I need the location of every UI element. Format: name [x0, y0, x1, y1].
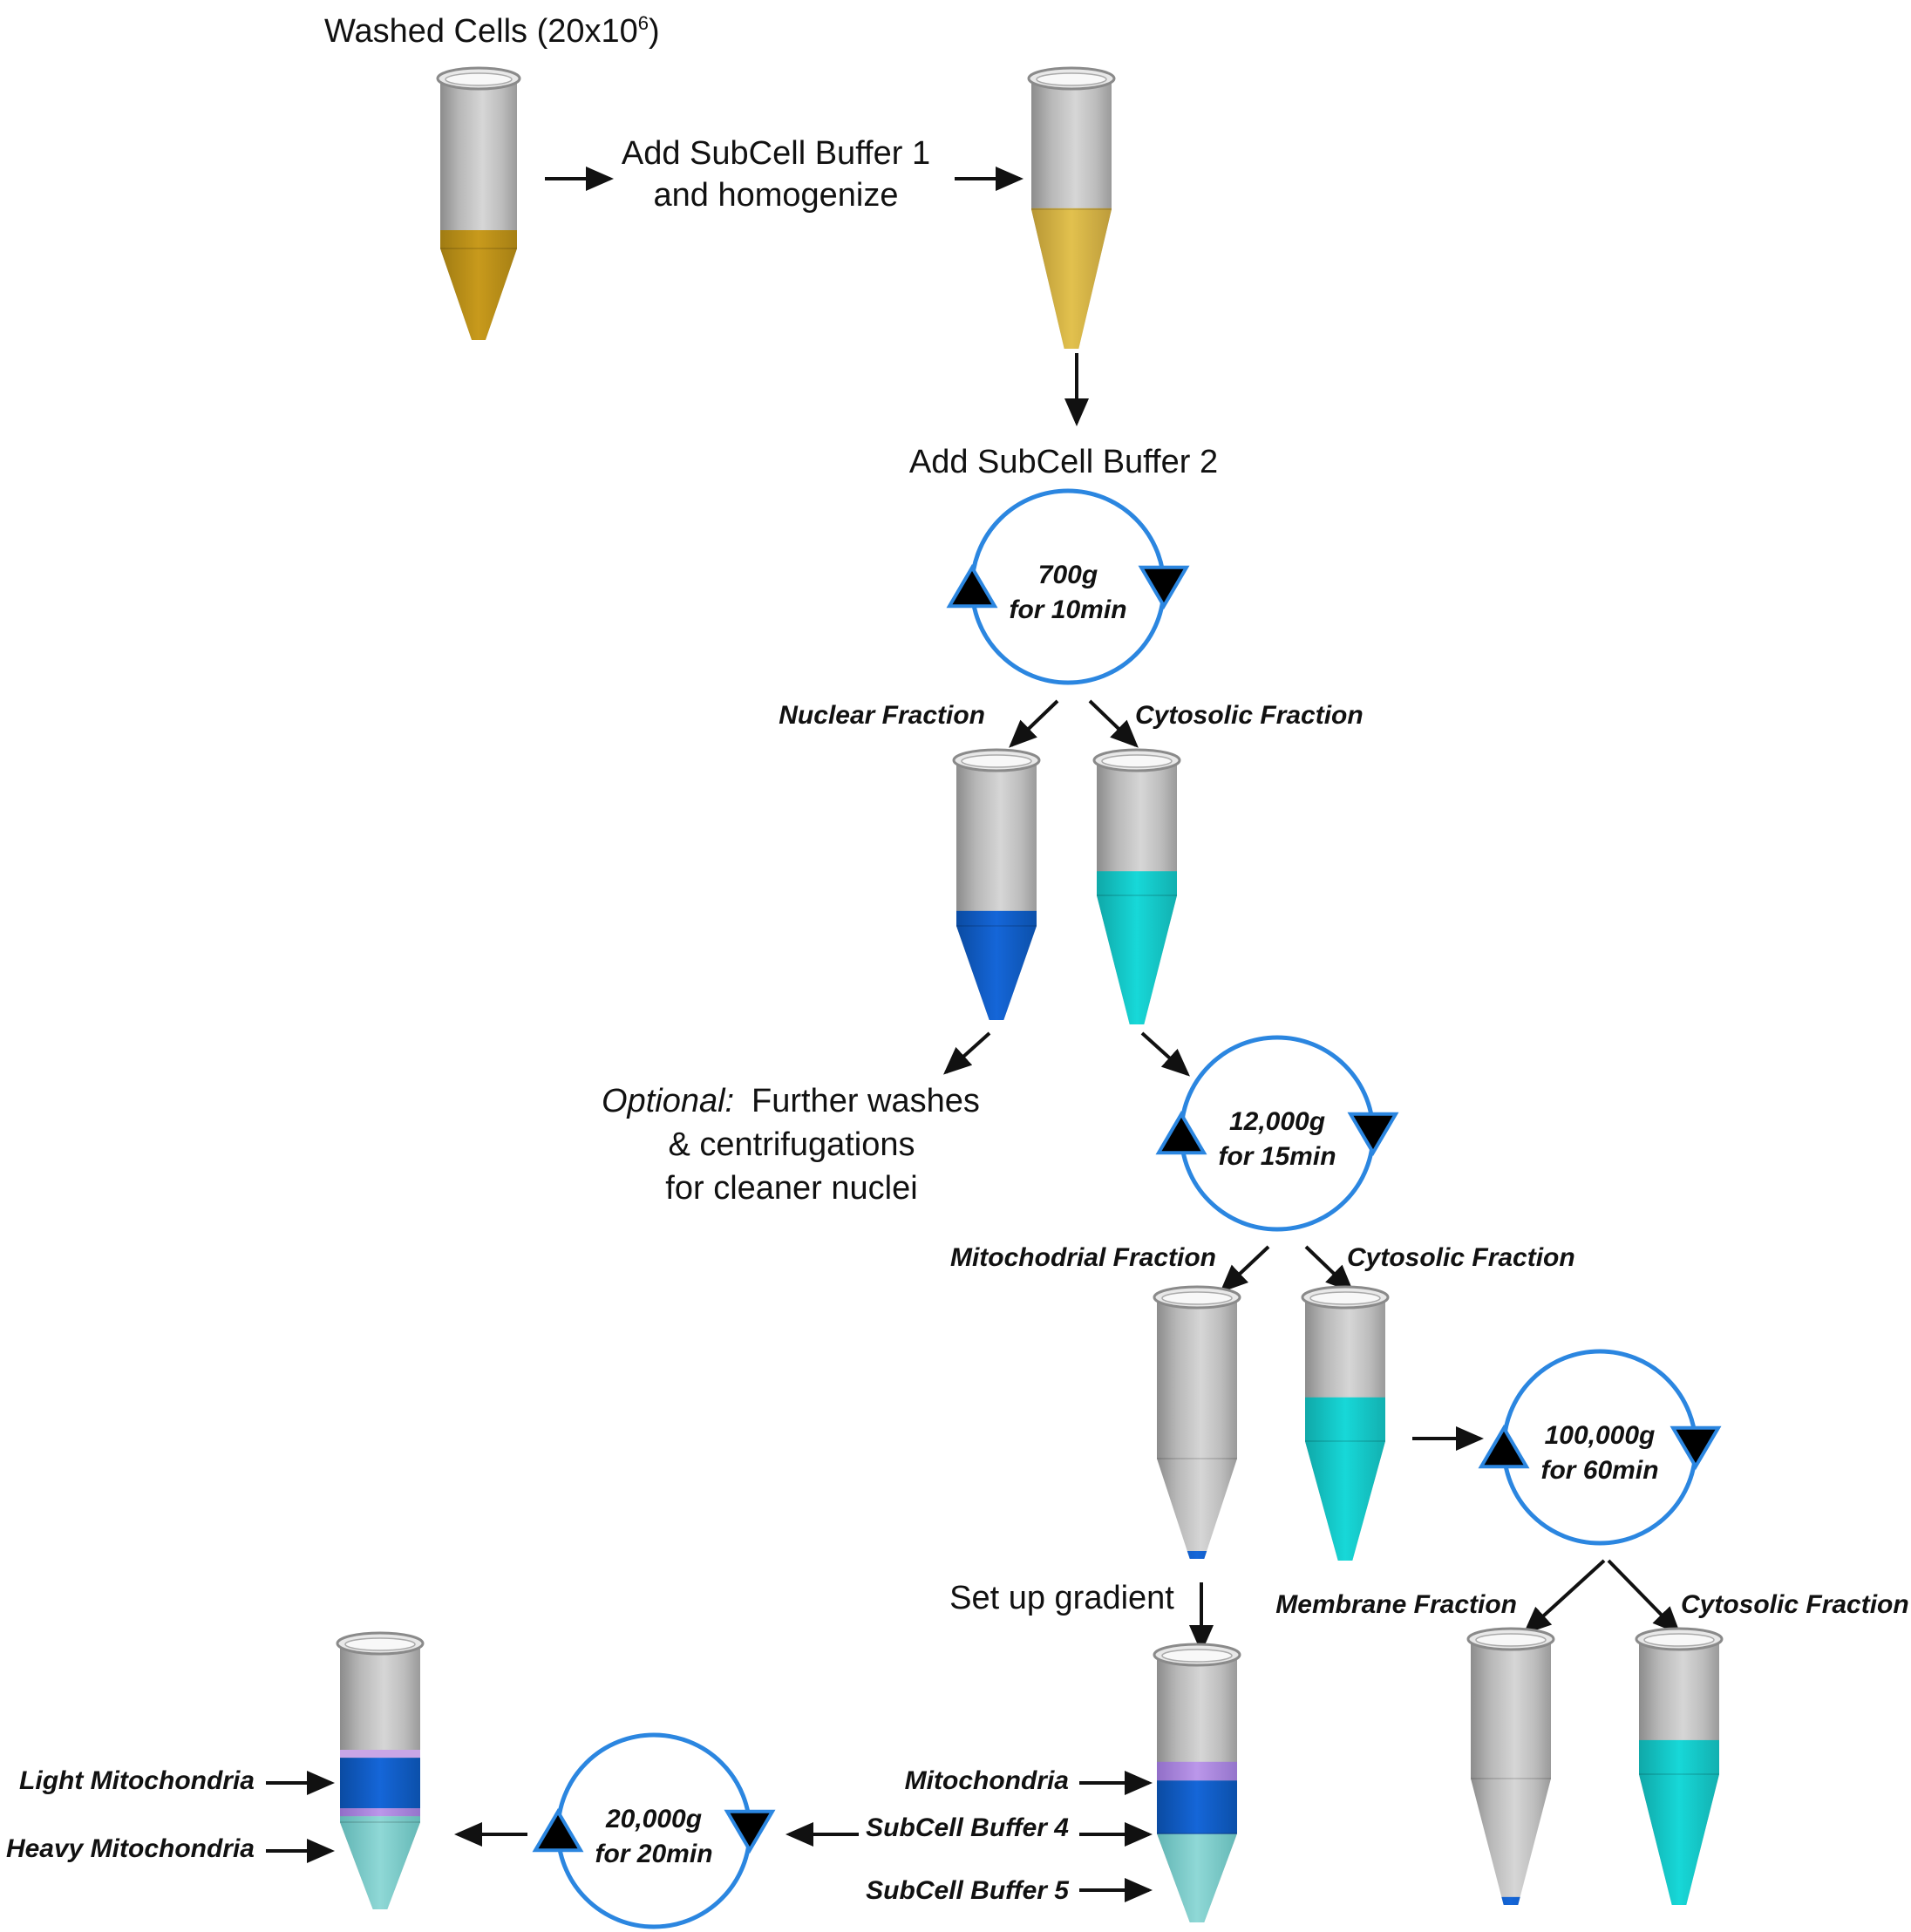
- light-mitochondria-label: Light Mitochondria: [19, 1766, 255, 1795]
- tube-separated: [336, 1631, 425, 1909]
- triangle-down-icon: [1670, 1425, 1722, 1470]
- cytosolic-fraction-label-2: Cytosolic Fraction: [1347, 1243, 1575, 1272]
- cycle-20000g-time: for 20min: [595, 1840, 712, 1868]
- triangle-up-icon: [532, 1808, 584, 1853]
- tube-nuclear: [952, 748, 1041, 1020]
- tube-separated-layer-light-band: [340, 1750, 420, 1759]
- tube-gradient-layer-buffer5: [1157, 1833, 1237, 1922]
- tube-cytosolic-3-layer-cytosol: [1639, 1739, 1719, 1905]
- cycle-12000g-speed: 12,000g: [1229, 1107, 1325, 1136]
- optional-label: Optional:: [602, 1083, 734, 1119]
- buffer4-layer-label: SubCell Buffer 4: [866, 1813, 1069, 1842]
- tube-separated-layer-buffer5: [340, 1816, 420, 1909]
- tube-washed-cells-layer-pellet: [440, 230, 517, 340]
- add-buffer2-label: Add SubCell Buffer 2: [909, 444, 1218, 480]
- centrifugation-cycles: 700g for 10min 12,000g for 15min 100,000g for…: [532, 488, 1722, 1929]
- triangle-up-icon: [1155, 1111, 1207, 1155]
- tube-gradient-layer-mitochondria: [1157, 1761, 1237, 1781]
- arrow-to-cytosolic-2: [1304, 1245, 1354, 1293]
- tube-membrane: [1466, 1627, 1555, 1905]
- tube-cytosolic-1: [1092, 748, 1181, 1024]
- mitochondrial-fraction-label: Mitochodrial Fraction: [950, 1243, 1216, 1272]
- arrow-to-mitochondrial: [1220, 1245, 1270, 1293]
- triangle-up-icon: [1478, 1425, 1530, 1469]
- cycle-20000g-speed: 20,000g: [605, 1805, 702, 1833]
- tube-cytosolic-2-layer-cytosol: [1305, 1397, 1385, 1561]
- tube-gradient-layer-buffer4: [1157, 1780, 1237, 1834]
- tube-nuclear-layer-nuclear-pellet: [956, 910, 1037, 1020]
- membrane-fraction-label: Membrane Fraction: [1275, 1590, 1517, 1619]
- flow-arrows: [266, 167, 1681, 1902]
- triangle-down-icon: [1347, 1112, 1399, 1156]
- tube-mitochondrial-layer-mito-pellet: [1157, 1551, 1237, 1559]
- washed-cells-label: Washed Cells (20x106): [324, 12, 660, 50]
- tube-gradient: [1153, 1643, 1241, 1922]
- tube-homogenate: [1027, 66, 1116, 349]
- buffer5-layer-label: SubCell Buffer 5: [866, 1876, 1070, 1905]
- triangle-up-icon: [946, 564, 998, 609]
- triangle-down-icon: [724, 1809, 776, 1854]
- optional-line1: Further washes: [751, 1083, 980, 1119]
- tube-cytosolic-3: [1635, 1627, 1724, 1905]
- cycle-700g: 700g for 10min: [946, 488, 1190, 685]
- tube-washed-cells: [436, 66, 521, 340]
- optional-line3: for cleaner nuclei: [665, 1170, 917, 1207]
- tube-cytosolic-2: [1301, 1285, 1390, 1561]
- tube-separated-layer-heavy-band: [340, 1808, 420, 1817]
- cytosolic-fraction-label-1: Cytosolic Fraction: [1135, 701, 1364, 730]
- tube-separated-layer-buffer4: [340, 1758, 420, 1809]
- arrow-to-nuclear: [1009, 699, 1059, 748]
- cycle-12000g-time: for 15min: [1218, 1142, 1336, 1171]
- heavy-mitochondria-label: Heavy Mitochondria: [6, 1834, 255, 1863]
- cycle-100000g-speed: 100,000g: [1545, 1421, 1656, 1450]
- nuclear-fraction-label: Nuclear Fraction: [779, 701, 985, 730]
- arrow-cytosol-to-12000: [1140, 1031, 1190, 1077]
- cycle-20000g: 20,000g for 20min: [532, 1732, 776, 1929]
- cycle-100000g-time: for 60min: [1540, 1456, 1658, 1485]
- mitochondria-layer-label: Mitochondria: [905, 1766, 1069, 1795]
- set-up-gradient-label: Set up gradient: [949, 1580, 1174, 1616]
- optional-line2: & centrifugations: [668, 1126, 915, 1163]
- tube-cytosolic-1-layer-cytosol: [1097, 871, 1177, 1024]
- cycle-100000g: 100,000g for 60min: [1478, 1349, 1722, 1546]
- tube-membrane-layer-membrane-pellet: [1471, 1896, 1551, 1905]
- arrow-nuclear-to-optional: [943, 1031, 991, 1075]
- arrow-to-membrane: [1523, 1559, 1606, 1635]
- tubes: [336, 66, 1724, 1922]
- arrow-to-cytosolic-1: [1088, 699, 1139, 748]
- cycle-12000g: 12,000g for 15min: [1155, 1035, 1399, 1232]
- triangle-down-icon: [1138, 565, 1190, 609]
- cycle-700g-time: for 10min: [1009, 595, 1126, 624]
- tube-homogenate-layer-homogenate: [1031, 207, 1112, 349]
- add-buffer1-line2: and homogenize: [654, 177, 899, 214]
- cycle-700g-speed: 700g: [1038, 561, 1098, 589]
- arrow-to-cytosolic-3: [1607, 1559, 1681, 1635]
- add-buffer1-line1: Add SubCell Buffer 1: [622, 135, 930, 172]
- tube-mitochondrial: [1153, 1285, 1241, 1559]
- cytosolic-fraction-label-3: Cytosolic Fraction: [1681, 1590, 1909, 1619]
